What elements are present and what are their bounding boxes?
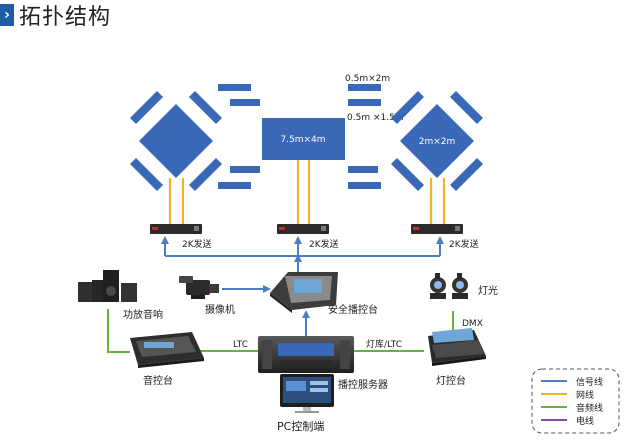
legend-item-signal: 信号线 [541,376,603,388]
svg-text:信号线: 信号线 [576,376,603,388]
camera-label: 摄像机 [205,303,235,316]
safety-console-device [270,272,338,313]
svg-text:网线: 网线 [576,389,594,401]
sender-left-label: 2K发送 [182,238,212,250]
legend: 信号线 网线 音频线 电线 [531,368,620,434]
svg-text:电线: 电线 [576,415,594,427]
right-diamond-screen [391,91,483,191]
legend-item-network: 网线 [541,389,594,401]
strip-top-label: 0.5m×2m [345,74,390,84]
safety-console-label: 安全播控台 [328,303,378,316]
sender-right [411,224,463,234]
legend-item-power: 电线 [541,415,594,427]
page-header: › 拓扑结构 [0,0,111,30]
lighting-label: 灯光 [478,284,498,297]
media-server-device [258,336,354,373]
sender-center-label: 2K发送 [309,238,339,250]
led-strips [218,84,381,189]
legend-item-audio: 音频线 [541,402,603,414]
strip-side-label: 0.5m ×1.5m [347,113,404,123]
lib-ltc-label: 灯库/LTC [366,338,402,350]
chevron-right-icon: › [0,4,14,26]
signal-lines [161,236,444,336]
left-diamond-screen [130,91,222,191]
right-screen-size: 2m×2m [419,137,456,147]
sender-center [277,224,329,234]
page-title: 拓扑结构 [19,5,112,30]
audio-console-label: 音控台 [143,374,173,387]
moving-head-light-icon [430,273,468,299]
svg-text:音频线: 音频线 [576,402,603,414]
server-label: 播控服务器 [338,378,388,391]
audio-console-device [130,332,204,368]
network-cables [168,160,446,224]
light-console-device [428,328,486,366]
center-screen-size: 7.5m×4m [280,135,325,145]
center-led-screen [262,118,345,160]
amp-label: 功放音响 [123,308,163,321]
dmx-label: DMX [462,319,483,329]
speaker-icon [78,270,137,302]
sender-left [150,224,202,234]
light-console-label: 灯控台 [436,374,466,387]
sender-right-label: 2K发送 [449,238,479,250]
camera-icon [179,276,219,299]
ltc-label: LTC [233,340,248,350]
pc-monitor-icon [280,374,334,413]
pc-label: PC控制端 [277,419,324,433]
audio-cables [107,309,454,353]
